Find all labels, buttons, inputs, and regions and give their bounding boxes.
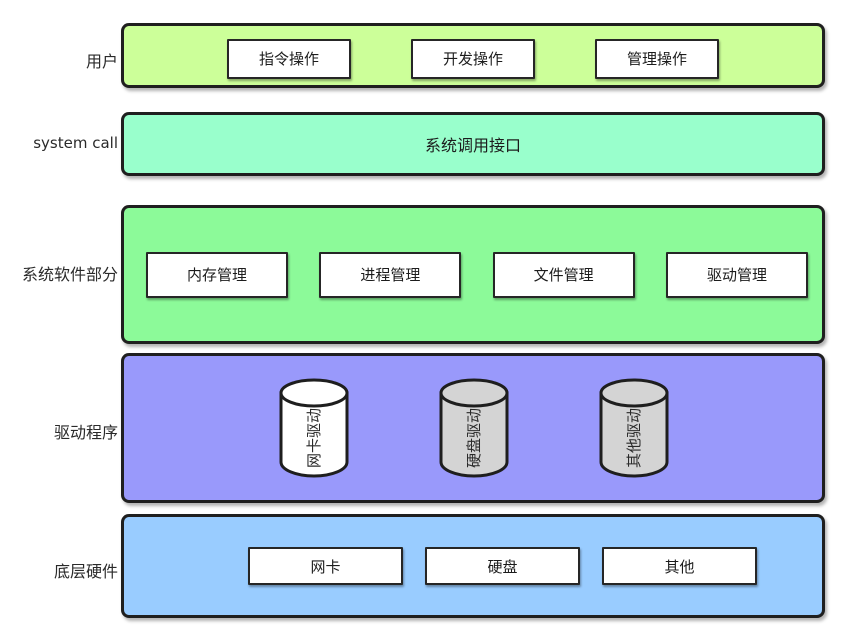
box-file-management: 文件管理 <box>492 251 635 298</box>
layer-label-drivers: 驱动程序 <box>53 423 118 442</box>
cylinder-nic-driver-label: 网卡驱动 <box>305 408 323 468</box>
box-disk: 硬盘 <box>425 547 580 585</box>
box-memory-management: 内存管理 <box>146 251 288 298</box>
layer-label-system-software: 系统软件部分 <box>21 265 118 284</box>
band-system-call: 系统调用接口 <box>121 112 825 176</box>
cylinder-other-driver: 其他驱动 <box>599 378 669 478</box>
box-driver-management: 驱动管理 <box>665 251 808 298</box>
cylinder-disk-driver-label: 硬盘驱动 <box>465 408 483 468</box>
cylinder-nic-driver: 网卡驱动 <box>279 378 349 478</box>
box-other: 其他 <box>602 547 757 585</box>
band-user: 指令操作 开发操作 管理操作 <box>121 23 825 88</box>
cylinder-disk-driver: 硬盘驱动 <box>439 378 509 478</box>
band-system-software: 内存管理 进程管理 文件管理 驱动管理 <box>121 205 825 344</box>
layer-label-hardware: 底层硬件 <box>53 562 118 581</box>
system-call-interface-title: 系统调用接口 <box>424 136 521 155</box>
box-management-operation: 管理操作 <box>595 38 719 79</box>
layer-label-user: 用户 <box>85 52 118 71</box>
box-process-management: 进程管理 <box>319 251 462 298</box>
cylinder-other-driver-label: 其他驱动 <box>625 408 643 468</box>
box-nic: 网卡 <box>248 547 403 585</box>
band-hardware: 网卡 硬盘 其他 <box>121 514 825 618</box>
box-command-operation: 指令操作 <box>227 38 351 79</box>
box-develop-operation: 开发操作 <box>411 38 535 79</box>
layer-label-system-call: system call <box>33 134 118 152</box>
band-drivers: 网卡驱动 硬盘驱动 其他驱动 <box>121 353 825 503</box>
